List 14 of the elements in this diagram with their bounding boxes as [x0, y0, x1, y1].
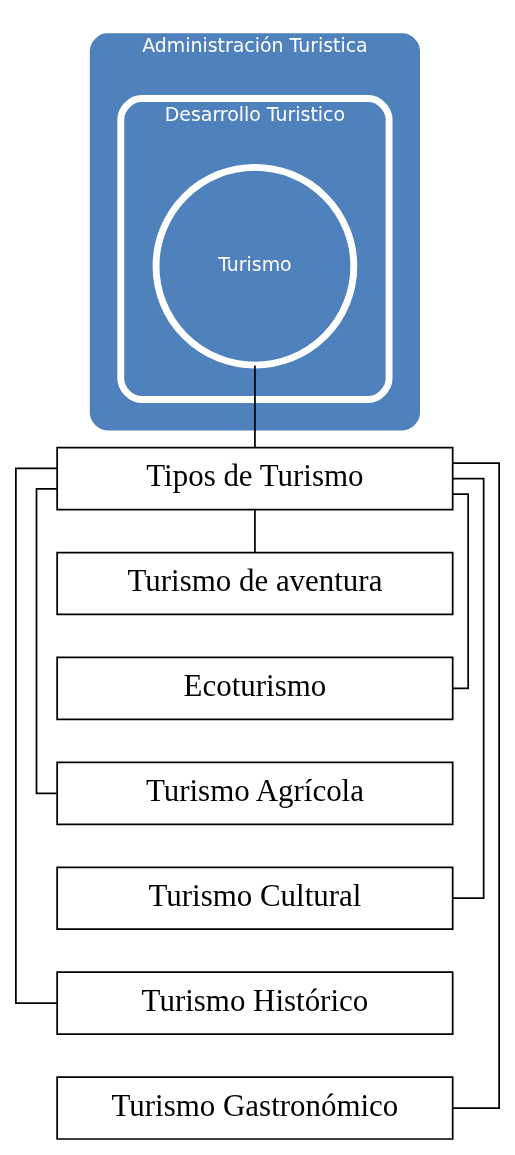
node-box: Turismo Gastronómico: [56, 1076, 454, 1140]
node-box: Turismo de aventura: [56, 551, 454, 616]
connector: [451, 477, 485, 900]
connector: [35, 488, 58, 795]
node-box: Ecoturismo: [56, 656, 454, 721]
node-box: Turismo Histórico: [56, 971, 454, 1035]
connector: [452, 462, 500, 1109]
node-box: Turismo Agrícola: [56, 761, 454, 826]
node-box: Turismo Cultural: [56, 866, 454, 931]
node-box: Tipos de Turismo: [56, 446, 454, 511]
connector: [15, 467, 58, 1004]
connector: [254, 364, 256, 449]
connector: [254, 509, 256, 553]
node-circle: Turismo: [152, 163, 358, 369]
